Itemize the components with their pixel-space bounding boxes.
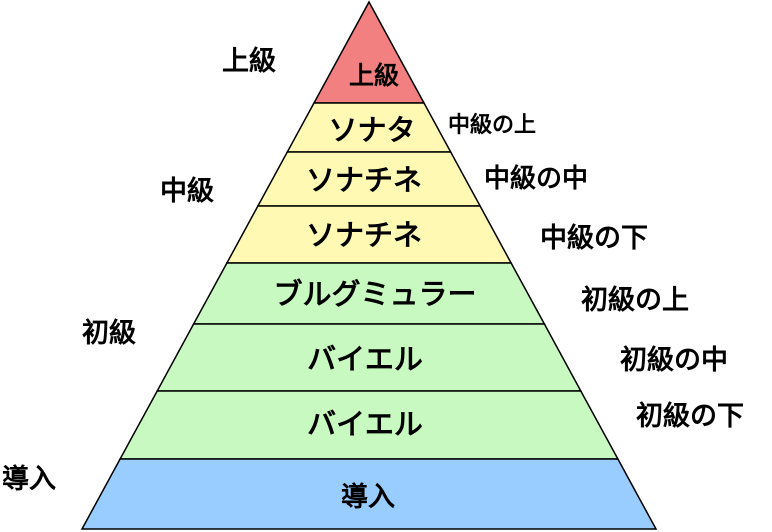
layer-label-sonatine-lower: ソナチネ <box>306 218 422 252</box>
pyramid-layer-labels: 上級 ソナタ ソナチネ ソナチネ ブルグミュラー バイエル バイエル 導入 <box>273 61 476 513</box>
layer-label-beyer-lower: バイエル <box>307 407 423 441</box>
sublevel-label-beginner-upper: 初級の上 <box>581 284 689 316</box>
level-label-intermediate: 中級 <box>160 175 214 207</box>
layer-label-advanced: 上級 <box>349 61 399 90</box>
level-label-introduction: 導入 <box>2 463 56 495</box>
layer-introduction <box>80 458 658 530</box>
layer-label-beyer-upper: バイエル <box>307 342 423 376</box>
pyramid-layers <box>80 0 658 530</box>
level-label-advanced: 上級 <box>222 45 276 77</box>
level-labels-left: 上級 中級 初級 導入 <box>2 45 276 495</box>
sublevel-label-intermediate-lower: 中級の下 <box>540 222 648 254</box>
sublevel-labels-right: 中級の上 中級の中 中級の下 初級の上 初級の中 初級の下 <box>448 112 744 432</box>
layer-label-burgmuller: ブルグミュラー <box>273 277 476 311</box>
sublevel-label-beginner-lower: 初級の下 <box>636 400 744 432</box>
sublevel-label-intermediate-upper: 中級の上 <box>448 112 536 138</box>
level-label-beginner: 初級 <box>82 317 136 349</box>
sublevel-label-beginner-middle: 初級の中 <box>620 344 728 376</box>
layer-label-sonatine-upper: ソナチネ <box>306 163 422 197</box>
layer-label-introduction: 導入 <box>341 481 395 513</box>
layer-label-sonata: ソナタ <box>328 113 415 147</box>
sublevel-label-intermediate-middle: 中級の中 <box>484 163 588 194</box>
